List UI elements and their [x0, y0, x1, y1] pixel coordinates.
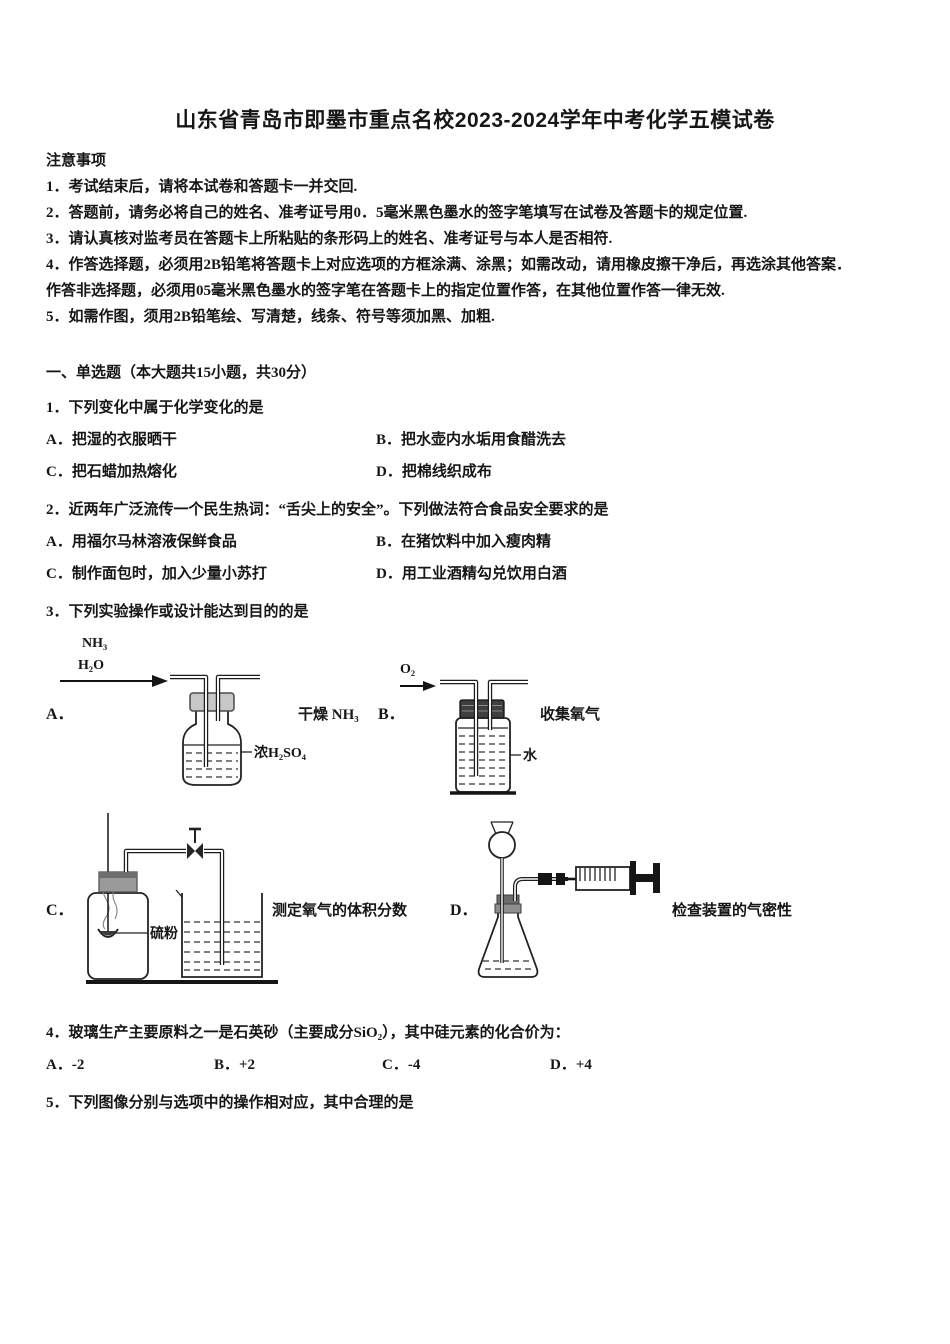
apparatus-c-label: C．: [46, 902, 74, 919]
option-a: A．把湿的衣服晒干: [46, 432, 177, 448]
apparatus-c-caption: 测定氧气的体积分数: [272, 903, 408, 919]
airtightness-check-diagram: [477, 821, 660, 978]
option-d: D．把棉线织成布: [376, 464, 492, 480]
question-2-stem: 2．近两年广泛流传一个民生热词：“舌尖上的安全”。下列做法符合食品安全要求的是: [46, 502, 609, 518]
question-1-options-row-2: C．把石蜡加热熔化 D．把棉线织成布: [46, 459, 904, 485]
question-5-stem: 5．下列图像分别与选项中的操作相对应，其中合理的是: [46, 1095, 414, 1111]
question-1: 1．下列变化中属于化学变化的是 A．把湿的衣服晒干 B．把水壶内水垢用食醋洗去 C…: [46, 395, 904, 485]
page-title: 山东省青岛市即墨市重点名校2023-2024学年中考化学五模试卷: [175, 109, 775, 132]
question-3: 3．下列实验操作或设计能达到目的的是 A． NH₃ H₂O 浓H₂SO₄: [46, 599, 904, 1011]
question-5: 5．下列图像分别与选项中的操作相对应，其中合理的是: [46, 1090, 904, 1116]
question-1-stem: 1．下列变化中属于化学变化的是: [46, 400, 264, 416]
question-2-options-row-1: A．用福尔马林溶液保鲜食品 B．在猪饮料中加入瘦肉精: [46, 529, 904, 555]
beaker: [181, 893, 263, 978]
gas-in-label-2: H₂O: [78, 658, 104, 673]
question-2-options-row-2: C．制作面包时，加入少量小苏打 D．用工业酒精勾兑饮用白酒: [46, 561, 904, 587]
combustion-spoon: [97, 928, 119, 938]
option-b: B．把水壶内水垢用食醋洗去: [376, 432, 567, 448]
apparatus-b-label: B．: [378, 706, 405, 723]
rubber-connector: [538, 873, 552, 885]
question-4: 4．玻璃生产主要原料之一是石英砂（主要成分SiO₂），其中硅元素的化合价为： A…: [46, 1020, 904, 1078]
question-4-options-row: A．-2 B．+2 C．-4 D．+4: [46, 1052, 904, 1078]
erlenmeyer-flask: [477, 913, 539, 978]
arrowhead-icon: [152, 675, 168, 687]
reagent-label: 硫粉: [150, 925, 178, 942]
question-4-stem: 4．玻璃生产主要原料之一是石英砂（主要成分SiO₂），其中硅元素的化合价为：: [46, 1025, 570, 1041]
question-1-options-row-1: A．把湿的衣服晒干 B．把水壶内水垢用食醋洗去: [46, 427, 904, 453]
oxygen-fraction-apparatus-diagram: 硫粉: [86, 813, 278, 984]
reagent-label: 水: [523, 747, 538, 764]
option-d: D．用工业酒精勾兑饮用白酒: [376, 566, 567, 582]
stopper: [189, 692, 235, 712]
apparatus-d-caption: 检查装置的气密性: [672, 903, 793, 919]
option-c: C．-4: [382, 1057, 421, 1073]
plunger-rod: [636, 874, 653, 882]
notice-item-3: 3．请认真核对监考员在答题卡上所粘贴的条形码上的姓名、准考证号与本人是否相符.: [46, 231, 613, 247]
gas-washing-bottle-diagram: NH₃ H₂O 浓H₂SO₄: [60, 636, 307, 786]
section-heading: 一、单选题（本大题共15小题，共30分）: [46, 365, 317, 381]
option-a: A．-2: [46, 1057, 85, 1073]
reagent-label: 浓H₂SO₄: [254, 744, 307, 761]
apparatus-d-label: D．: [450, 902, 478, 919]
option-c: C．制作面包时，加入少量小苏打: [46, 566, 267, 582]
beaker-spout: [175, 889, 183, 898]
plunger-handle: [653, 863, 660, 893]
notice-item-5: 5．如需作图，须用2B铅笔绘、写清楚，线条、符号等须加黑、加粗.: [46, 309, 495, 325]
syringe-barrel: [575, 866, 631, 891]
apparatus-b-caption: 收集氧气: [540, 707, 601, 723]
bottle-body: [455, 717, 511, 793]
option-c: C．把石蜡加热熔化: [46, 464, 177, 480]
bottle-body: [182, 711, 242, 786]
apparatus-a-label: A．: [46, 706, 74, 723]
oxygen-collection-bottle-diagram: O₂ 水: [400, 662, 538, 795]
option-b: B．+2: [214, 1057, 256, 1073]
notice-item-4: 4．作答选择题，必须用2B铅笔将答题卡上对应选项的方框涂满、涂黑；如需改动，请用…: [46, 257, 852, 299]
barrel-flange: [630, 861, 636, 895]
thistle-funnel-bulb: [488, 831, 516, 859]
gas-in-label: NH₃: [82, 636, 107, 651]
question-3-diagrams: A． NH₃ H₂O 浓H₂SO₄ 干燥 NH₃ B．: [46, 627, 904, 1011]
notice-heading: 注意事项: [46, 153, 107, 169]
arrowhead-icon: [423, 681, 436, 691]
notice-section: 注意事项 1．考试结束后，请将本试卷和答题卡一并交回. 2．答题前，请务必将自己…: [46, 148, 904, 330]
question-2: 2．近两年广泛流传一个民生热词：“舌尖上的安全”。下列做法符合食品安全要求的是 …: [46, 497, 904, 587]
option-a: A．用福尔马林溶液保鲜食品: [46, 534, 237, 550]
notice-item-1: 1．考试结束后，请将本试卷和答题卡一并交回.: [46, 179, 358, 195]
notice-item-2: 2．答题前，请务必将自己的姓名、准考证号用0．5毫米黑色墨水的签字笔填写在试卷及…: [46, 205, 748, 221]
question-3-stem: 3．下列实验操作或设计能达到目的的是: [46, 604, 309, 620]
rubber-stopper: [459, 699, 505, 719]
gas-in-label: O₂: [400, 662, 415, 677]
apparatus-a-caption: 干燥 NH₃: [298, 707, 359, 723]
option-d: D．+4: [550, 1057, 592, 1073]
stopcock-valve-icon: [187, 843, 195, 859]
exam-page: 山东省青岛市即墨市重点名校2023-2024学年中考化学五模试卷 注意事项 1．…: [46, 109, 904, 1116]
sulfur-powder: [100, 931, 116, 936]
gas-jar: [87, 892, 149, 980]
option-b: B．在猪饮料中加入瘦肉精: [376, 534, 552, 550]
